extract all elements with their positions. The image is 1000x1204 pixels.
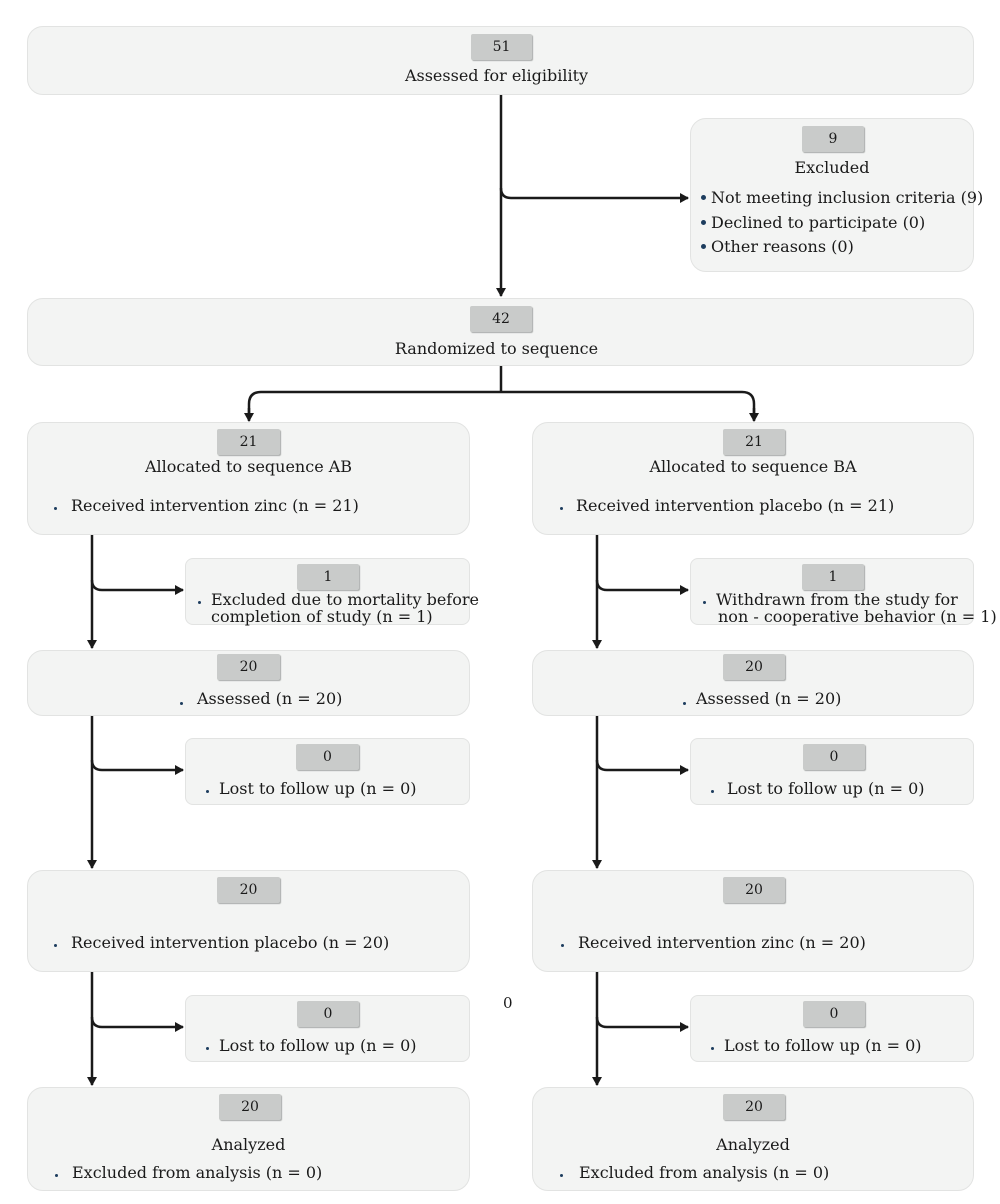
ba-analyzed-detail: Excluded from analysis (n = 0) bbox=[579, 1163, 830, 1182]
ba-allocated-count: 21 bbox=[723, 429, 785, 455]
bullet-icon bbox=[561, 944, 564, 947]
ab-allocated-detail: Received intervention zinc (n = 21) bbox=[71, 496, 359, 515]
bullet-icon bbox=[206, 1047, 209, 1050]
ab-analyzed-detail: Excluded from analysis (n = 0) bbox=[72, 1163, 323, 1182]
excluded-reason-3: Other reasons (0) bbox=[711, 237, 854, 256]
ab-allocated-label: Allocated to sequence AB bbox=[144, 457, 353, 476]
bullet-icon bbox=[560, 507, 563, 510]
bullet-icon bbox=[701, 244, 706, 249]
bullet-icon bbox=[701, 195, 706, 200]
bullet-icon bbox=[701, 220, 706, 225]
ba-dropout-line1: Withdrawn from the study for bbox=[716, 590, 958, 609]
bullet-icon bbox=[198, 601, 201, 604]
ba-lost2-count: 0 bbox=[803, 1001, 865, 1027]
ab-dropout-line2: completion of study (n = 1) bbox=[211, 607, 433, 626]
bullet-icon bbox=[180, 702, 183, 705]
excluded-count: 9 bbox=[802, 126, 864, 152]
ab-arrow-to-lost2 bbox=[90, 1016, 184, 1032]
bullet-icon bbox=[560, 1174, 563, 1177]
ba-allocated-detail: Received intervention placebo (n = 21) bbox=[576, 496, 895, 515]
ba-analyzed-box: 20 Analyzed Excluded from analysis (n = … bbox=[532, 1087, 974, 1191]
randomized-label: Randomized to sequence bbox=[394, 339, 599, 358]
ab-allocated-count: 21 bbox=[217, 429, 280, 455]
ba-lost2-label: Lost to follow up (n = 0) bbox=[724, 1036, 922, 1055]
ba-arrow-to-lost2 bbox=[595, 1016, 689, 1032]
ab-lost2-label: Lost to follow up (n = 0) bbox=[219, 1036, 417, 1055]
ba-period2-label: Received intervention zinc (n = 20) bbox=[578, 933, 866, 952]
ba-period2-count: 20 bbox=[723, 877, 785, 903]
ba-dropout-box: 1 Withdrawn from the study for non - coo… bbox=[690, 558, 997, 626]
ab-lost2-count: 0 bbox=[297, 1001, 359, 1027]
randomized-box: 42 Randomized to sequence bbox=[27, 298, 974, 366]
split-bar bbox=[247, 390, 756, 420]
ab-lost1-box: 0 Lost to follow up (n = 0) bbox=[185, 738, 470, 805]
bullet-icon bbox=[54, 944, 57, 947]
ab-analyzed-count: 20 bbox=[219, 1094, 281, 1120]
stray-zero-mark: 0 bbox=[503, 994, 513, 1012]
ab-period2-box: 20 Received intervention placebo (n = 20… bbox=[27, 870, 470, 972]
ba-arrow-to-lost1 bbox=[595, 759, 689, 775]
excluded-reason-2: Declined to participate (0) bbox=[711, 213, 926, 232]
assessed-count: 51 bbox=[471, 34, 532, 60]
bullet-icon bbox=[711, 1047, 714, 1050]
bullet-icon bbox=[703, 601, 706, 604]
ab-dropout-count: 1 bbox=[297, 564, 359, 590]
ba-assessed-label: Assessed (n = 20) bbox=[696, 689, 842, 708]
ab-period2-count: 20 bbox=[217, 877, 280, 903]
bullet-icon bbox=[711, 790, 714, 793]
ab-allocated-box: 21 Allocated to sequence AB Received int… bbox=[27, 422, 470, 535]
ba-lost2-box: 0 Lost to follow up (n = 0) bbox=[690, 995, 974, 1062]
ab-analyzed-label: Analyzed bbox=[211, 1135, 286, 1154]
ba-lost1-box: 0 Lost to follow up (n = 0) bbox=[690, 738, 974, 805]
excluded-label: Excluded bbox=[794, 158, 870, 177]
bullet-icon bbox=[54, 507, 57, 510]
bullet-icon bbox=[55, 1174, 58, 1177]
assessed-label: Assessed for eligibility bbox=[404, 66, 589, 85]
ab-assessed-box: 20 Assessed (n = 20) bbox=[27, 650, 470, 716]
ab-arrow-to-dropout bbox=[90, 579, 184, 595]
ab-lost1-count: 0 bbox=[296, 744, 359, 770]
assessed-box: 51 Assessed for eligibility bbox=[27, 26, 974, 95]
ba-allocated-label: Allocated to sequence BA bbox=[649, 457, 857, 476]
ba-lost1-label: Lost to follow up (n = 0) bbox=[727, 779, 925, 798]
ba-allocated-box: 21 Allocated to sequence BA Received int… bbox=[532, 422, 974, 535]
ba-analyzed-label: Analyzed bbox=[716, 1135, 790, 1154]
ab-assessed-label: Assessed (n = 20) bbox=[197, 689, 343, 708]
excluded-box: 9 Excluded Not meeting inclusion criteri… bbox=[690, 118, 983, 272]
ab-lost1-label: Lost to follow up (n = 0) bbox=[219, 779, 417, 798]
ba-analyzed-count: 20 bbox=[723, 1094, 785, 1120]
excluded-reason-1: Not meeting inclusion criteria (9) bbox=[711, 188, 984, 207]
ab-assessed-count: 20 bbox=[217, 654, 280, 680]
ba-period2-box: 20 Received intervention zinc (n = 20) bbox=[532, 870, 974, 972]
ab-period2-label: Received intervention placebo (n = 20) bbox=[71, 933, 390, 952]
randomized-count: 42 bbox=[470, 306, 532, 332]
ab-dropout-box: 1 Excluded due to mortality before compl… bbox=[185, 558, 479, 626]
bullet-icon bbox=[206, 790, 209, 793]
ba-lost1-count: 0 bbox=[803, 744, 865, 770]
ba-arrow-to-dropout bbox=[595, 579, 689, 595]
ab-analyzed-box: 20 Analyzed Excluded from analysis (n = … bbox=[27, 1087, 470, 1191]
ba-assessed-count: 20 bbox=[723, 654, 785, 680]
ba-dropout-line2: non - cooperative behavior (n = 1) bbox=[718, 607, 997, 626]
ab-lost2-box: 0 Lost to follow up (n = 0) bbox=[185, 995, 470, 1062]
ba-dropout-count: 1 bbox=[802, 564, 864, 590]
ab-arrow-to-lost1 bbox=[90, 759, 184, 775]
ab-dropout-line1: Excluded due to mortality before bbox=[211, 590, 479, 609]
bullet-icon bbox=[683, 702, 686, 705]
arrow-to-excluded bbox=[499, 187, 689, 203]
ba-assessed-box: 20 Assessed (n = 20) bbox=[532, 650, 974, 716]
